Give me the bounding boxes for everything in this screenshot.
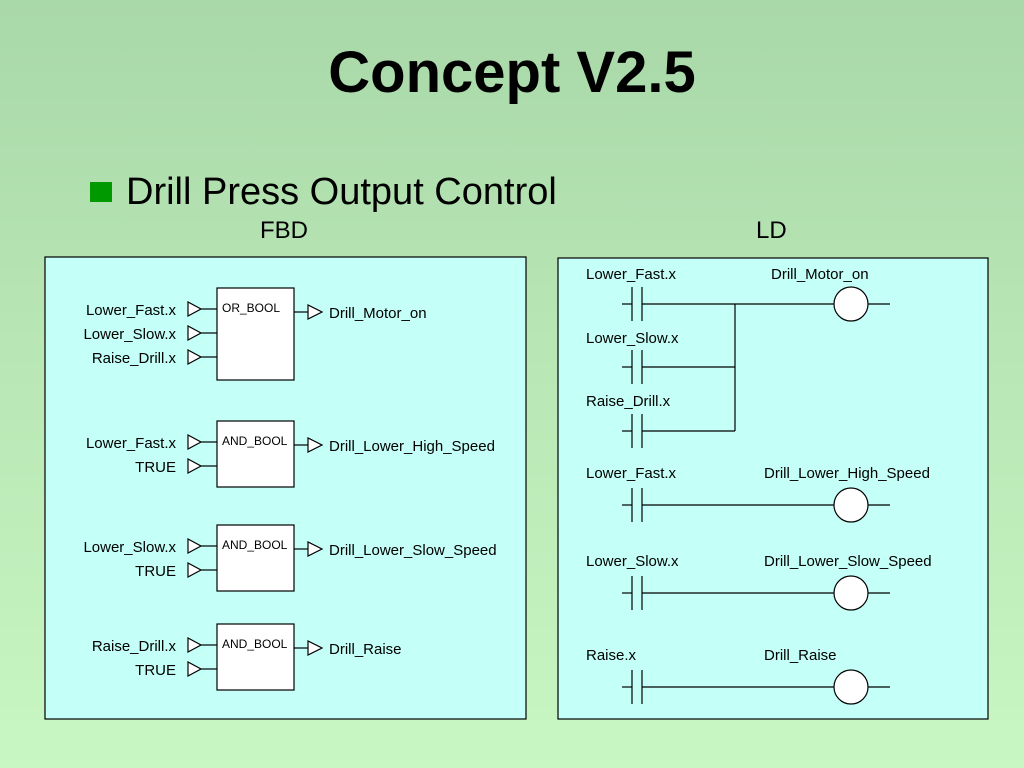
contact-label: Lower_Slow.x: [586, 330, 679, 347]
contact-label: Raise.x: [586, 647, 637, 664]
output-label: Drill_Raise: [329, 641, 402, 658]
ld-rung: Lower_Slow.x Drill_Lower_Slow_Speed: [586, 553, 932, 611]
coil-label: Drill_Lower_Slow_Speed: [764, 553, 932, 570]
input-label: TRUE: [135, 563, 176, 580]
input-label: Raise_Drill.x: [92, 350, 177, 367]
block-type-label: AND_BOOL: [222, 434, 288, 448]
bullet-text: Drill Press Output Control: [126, 171, 557, 213]
input-pin-icon: [187, 433, 203, 451]
coil-label: Drill_Motor_on: [771, 266, 869, 283]
input-label: TRUE: [135, 662, 176, 679]
input-pin-icon: [187, 660, 203, 678]
input-pin-icon: [187, 300, 203, 318]
block-type-label: OR_BOOL: [222, 301, 280, 315]
output-label: Drill_Motor_on: [329, 305, 427, 322]
fbd-label: FBD: [260, 217, 308, 244]
coil-icon: [833, 575, 869, 611]
coil-icon: [833, 487, 869, 523]
slide-title: Concept V2.5: [328, 40, 696, 105]
function-block-box: [216, 623, 295, 691]
contact-label: Raise_Drill.x: [586, 393, 671, 410]
ld-rung: Lower_Fast.x Drill_Lower_High_Speed: [586, 465, 930, 523]
output-label: Drill_Lower_Slow_Speed: [329, 542, 497, 559]
input-pin-icon: [187, 457, 203, 475]
input-label: TRUE: [135, 459, 176, 476]
output-pin-icon: [307, 541, 324, 557]
input-pin-icon: [187, 636, 203, 654]
contact-label: Lower_Fast.x: [586, 266, 677, 283]
output-pin-icon: [307, 437, 324, 453]
output-pin-icon: [307, 304, 324, 320]
coil-icon: [833, 286, 869, 322]
ld-label: LD: [756, 217, 787, 244]
input-label: Lower_Fast.x: [86, 302, 177, 319]
contact-label: Lower_Fast.x: [586, 465, 677, 482]
ld-rung: Raise.x Drill_Raise: [586, 647, 890, 705]
coil-icon: [833, 669, 869, 705]
input-pin-icon: [187, 324, 203, 342]
coil-label: Drill_Lower_High_Speed: [764, 465, 930, 482]
contact-label: Lower_Slow.x: [586, 553, 679, 570]
input-label: Lower_Slow.x: [83, 539, 176, 556]
input-pin-icon: [187, 561, 203, 579]
block-type-label: AND_BOOL: [222, 538, 288, 552]
input-pin-icon: [187, 537, 203, 555]
fbd-block: OR_BOOL Lower_Fast.xLower_Slow.xRaise_Dri…: [83, 287, 427, 381]
block-type-label: AND_BOOL: [222, 637, 288, 651]
input-label: Raise_Drill.x: [92, 638, 177, 655]
bullet-square-icon: [90, 182, 112, 202]
output-label: Drill_Lower_High_Speed: [329, 438, 495, 455]
input-pin-icon: [187, 348, 203, 366]
function-block-box: [216, 287, 295, 381]
function-block-box: [216, 524, 295, 592]
ld-panel: [557, 257, 989, 720]
fbd-diagram: OR_BOOLLower_Fast.xLower_Slow.xRaise_Dri…: [83, 287, 497, 691]
input-label: Lower_Slow.x: [83, 326, 176, 343]
function-block-box: [216, 420, 295, 488]
input-label: Lower_Fast.x: [86, 435, 177, 452]
coil-label: Drill_Raise: [764, 647, 837, 664]
ld-diagram: Lower_Fast.xLower_Slow.xRaise_Drill.xDri…: [586, 266, 932, 705]
output-pin-icon: [307, 640, 324, 656]
